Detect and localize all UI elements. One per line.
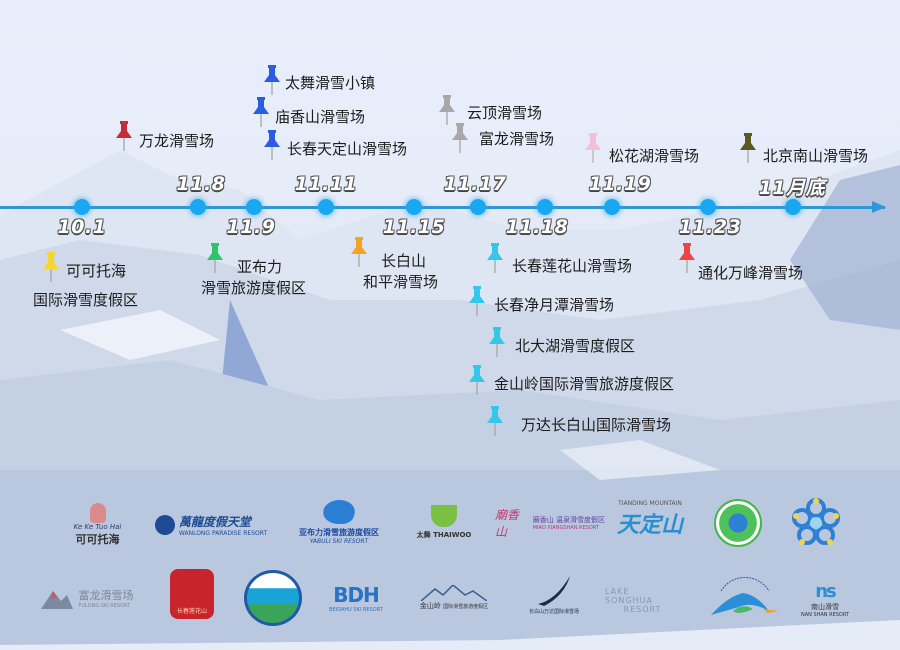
thaiwoo-logo-icon bbox=[431, 505, 457, 527]
logo-beidahu: BDH BEIDAHU SKI RESORT bbox=[329, 583, 383, 613]
logo-jinshanling: 金山岭 国际滑雪旅游度假区 bbox=[418, 580, 490, 615]
venue-changbaishan-heping-line1: 长白山 bbox=[381, 252, 427, 270]
pushpin-cyan-icon bbox=[469, 286, 485, 316]
timeline-node-11-8 bbox=[190, 199, 206, 215]
pushpin-pink-icon bbox=[585, 133, 601, 163]
logo-wanfeng bbox=[705, 575, 785, 625]
logo-yabuli: 亚布力滑雪旅游度假区 YABULI SKI RESORT bbox=[295, 495, 383, 550]
venue-kekotohai-line2: 国际滑雪度假区 bbox=[33, 291, 139, 309]
timeline-arrow-icon bbox=[872, 201, 886, 213]
pushpin-green-icon bbox=[207, 243, 223, 273]
wanda-logo-icon bbox=[538, 575, 570, 606]
tiandingshan-logo-icon: 天定山 bbox=[616, 513, 683, 538]
timeline-node-11-11 bbox=[318, 199, 334, 215]
timeline-node-11-17 bbox=[470, 199, 486, 215]
venue-wanlong: 万龙滑雪场 bbox=[139, 132, 215, 150]
logo-thaiwoo: 太舞 THAIWOO bbox=[408, 500, 480, 545]
timeline-node-11-23 bbox=[700, 199, 716, 215]
logo-fulong: 富龙滑雪场 FULONG SKI RESORT bbox=[32, 580, 140, 615]
timeline-node-11-18 bbox=[537, 199, 553, 215]
date-label: 11月底 bbox=[758, 177, 826, 199]
pushpin-gray-icon bbox=[452, 123, 468, 153]
venue-beijing-nanshan: 北京南山滑雪场 bbox=[763, 147, 869, 165]
venue-jinshanling: 金山岭国际滑雪旅游度假区 bbox=[494, 375, 675, 393]
timeline-node-10-1 bbox=[74, 199, 90, 215]
jingyuetan-logo-icon bbox=[244, 570, 302, 626]
logo-kekotohai: Ke Ke Tuo Hai 可可托海 bbox=[65, 500, 130, 550]
pushpin-red-icon bbox=[116, 121, 132, 151]
venue-yabuli-line1: 亚布力 bbox=[237, 258, 283, 276]
venue-yabuli-line2: 滑雪旅游度假区 bbox=[201, 279, 307, 297]
yabuli-logo-icon bbox=[319, 500, 359, 524]
pushpin-red-icon bbox=[679, 243, 695, 273]
venue-jingyuetan: 长春净月潭滑雪场 bbox=[494, 296, 615, 314]
venue-beidahu: 北大湖滑雪度假区 bbox=[515, 337, 636, 355]
lake-songhua-logo-icon: LAKE SONGHUA bbox=[605, 586, 653, 605]
wanlong-logo-icon bbox=[154, 515, 175, 535]
logo-flower bbox=[788, 494, 844, 550]
date-label: 11.8 bbox=[176, 173, 226, 195]
logo-nanshan: ns 南山滑雪 NAN SHAN RESORT bbox=[800, 580, 850, 618]
timeline-node-11-15 bbox=[406, 199, 422, 215]
jinshanling-logo-icon bbox=[421, 584, 487, 601]
date-label: 11.9 bbox=[226, 216, 276, 238]
logo-lianhuashan: 长春莲花山 bbox=[168, 568, 216, 620]
date-label: 10.1 bbox=[57, 216, 107, 238]
pushpin-blue-icon bbox=[253, 97, 269, 127]
venue-fulong: 富龙滑雪场 bbox=[479, 130, 555, 148]
logo-lake-songhua: LAKE SONGHUA RESORT bbox=[605, 585, 680, 615]
nanshan-logo-icon: ns bbox=[815, 580, 836, 602]
venue-tiandingshan: 长春天定山滑雪场 bbox=[287, 140, 408, 158]
pushpin-olive-icon bbox=[740, 133, 756, 163]
pushpin-orange-icon bbox=[351, 237, 367, 267]
pushpin-blue-icon bbox=[264, 65, 280, 95]
venue-songhuahu: 松花湖滑雪场 bbox=[609, 147, 700, 165]
date-label: 11.15 bbox=[382, 216, 446, 238]
date-label: 11.23 bbox=[678, 216, 742, 238]
logo-tiandingshan: TIANDING MOUNTAIN 天定山 bbox=[616, 500, 683, 538]
date-label: 11.19 bbox=[588, 173, 652, 195]
venue-genting: 云顶滑雪场 bbox=[467, 104, 543, 122]
wanfeng-logo-icon bbox=[711, 577, 779, 615]
venue-miaoxiangshan: 庙香山滑雪场 bbox=[275, 108, 366, 126]
fulong-logo-icon bbox=[40, 590, 73, 609]
bdh-logo-icon: BDH bbox=[333, 583, 380, 607]
date-label: 11.18 bbox=[505, 216, 569, 238]
timeline-node-11-9 bbox=[246, 199, 262, 215]
date-label: 11.11 bbox=[294, 173, 358, 195]
changbai-red-logo-icon: 长春莲花山 bbox=[170, 569, 214, 619]
kekotohai-logo-icon bbox=[89, 503, 106, 523]
miaoxiangshan-logo-icon: 廟香山 bbox=[495, 508, 520, 539]
pushpin-yellow-icon bbox=[43, 252, 59, 282]
venue-wanda-changbaishan: 万达长白山国际滑雪场 bbox=[521, 416, 672, 434]
timeline-axis bbox=[0, 206, 885, 209]
timeline-node-11-end bbox=[785, 199, 801, 215]
green-circle-logo-icon bbox=[714, 499, 762, 547]
logo-miaoxiangshan: 廟香山 廟香山 温泉滑雪度假区 MIAO XIANGSHAN RESORT bbox=[495, 508, 605, 539]
pushpin-blue-icon bbox=[264, 130, 280, 160]
venue-taiwoo: 太舞滑雪小镇 bbox=[285, 74, 376, 92]
venue-kekotohai-line1: 可可托海 bbox=[66, 262, 127, 280]
pushpin-gray-icon bbox=[439, 95, 455, 125]
pushpin-cyan-icon bbox=[489, 327, 505, 357]
timeline-node-11-19 bbox=[604, 199, 620, 215]
venue-tonghua-wanfeng: 通化万峰滑雪场 bbox=[698, 264, 804, 282]
logo-wanda-changbaishan: 长白山万达国际滑雪场 bbox=[518, 570, 590, 618]
pushpin-cyan-icon bbox=[487, 243, 503, 273]
venue-lianhuashan: 长春莲花山滑雪场 bbox=[512, 257, 633, 275]
logo-wanlong: 萬龍度假天堂 WANLONG PARADISE RESORT bbox=[152, 510, 270, 540]
logo-jingyuetan bbox=[244, 570, 302, 626]
venue-changbaishan-heping-line2: 和平滑雪场 bbox=[363, 273, 439, 291]
date-label: 11.17 bbox=[443, 173, 507, 195]
flower-logo-icon bbox=[792, 498, 840, 545]
logo-green-circle bbox=[712, 497, 764, 549]
pushpin-cyan-icon bbox=[487, 406, 503, 436]
pushpin-cyan-icon bbox=[469, 365, 485, 395]
